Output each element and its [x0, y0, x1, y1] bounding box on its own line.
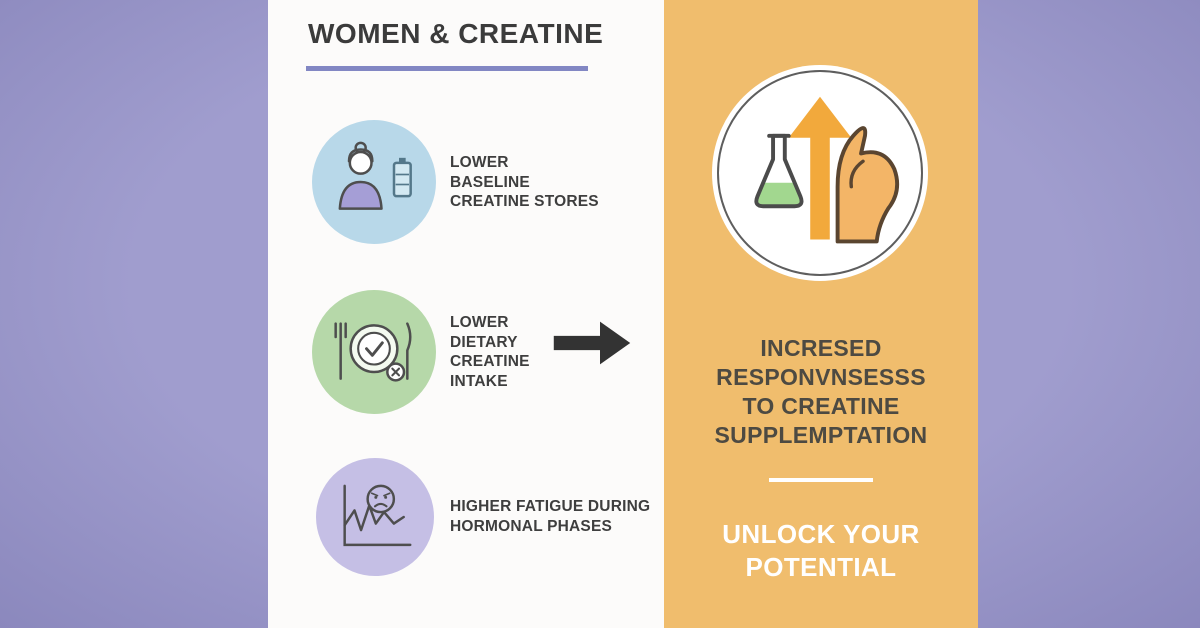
item-line: CREATINE [450, 353, 530, 370]
item-line: HORMONAL PHASES [450, 517, 613, 535]
fatigue-text: HIGHER FATIGUE DURING HORMONAL PHASES [450, 497, 650, 536]
result-line: TO CREATINE [742, 393, 900, 419]
fatigue-badge [316, 458, 434, 576]
woman-battery-icon [324, 140, 424, 224]
title-underline [306, 66, 588, 71]
result-circle-ring [717, 70, 923, 276]
left-panel: WOMEN & CREATINE LOWER BASELINE CREA [268, 0, 664, 628]
cta-line: UNLOCK YOUR [722, 519, 920, 549]
item-line: CREATINE STORES [450, 193, 599, 210]
dietary-intake-badge [312, 290, 436, 414]
result-text: INCRESED RESPONVNSESSS TO CREATINE SUPPL… [664, 334, 978, 450]
cta-text: UNLOCK YOUR POTENTIAL [664, 518, 978, 584]
divider [769, 478, 873, 482]
result-line: SUPPLEMPTATION [714, 422, 928, 448]
result-line: RESPONVNSESSS [716, 364, 926, 390]
result-circle [712, 65, 928, 281]
right-panel: INCRESED RESPONVNSESSS TO CREATINE SUPPL… [664, 0, 978, 628]
fatigue-graph-icon [329, 476, 421, 558]
dietary-intake-text: LOWER DIETARY CREATINE INTAKE [450, 313, 530, 391]
item-line: HIGHER FATIGUE DURING [450, 498, 651, 515]
baseline-stores-text: LOWER BASELINE CREATINE STORES [450, 153, 599, 212]
right-arrow-icon [552, 317, 632, 369]
baseline-stores-badge [312, 120, 436, 244]
meal-plate-icon [324, 310, 424, 394]
page-title: WOMEN & CREATINE [308, 18, 604, 49]
item-line: LOWER [450, 154, 509, 171]
cta-line: POTENTIAL [745, 552, 897, 582]
item-line: INTAKE [450, 372, 508, 390]
item-line: BASELINE [450, 173, 530, 191]
result-line: INCRESED [760, 335, 882, 361]
item-line: LOWER [450, 314, 509, 331]
item-line: DIETARY [450, 333, 518, 351]
